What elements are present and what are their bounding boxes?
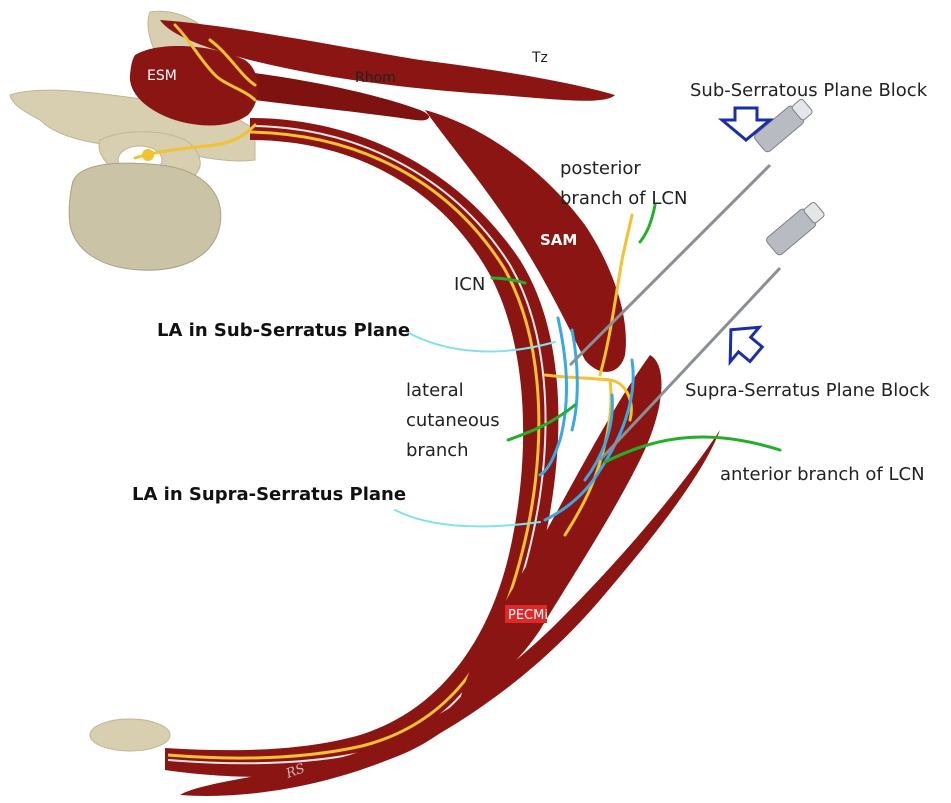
label-posterior-line1: posterior: [560, 158, 641, 179]
label-pecma: PECMa: [497, 702, 545, 718]
label-esm: ESM: [147, 68, 177, 84]
supra-serratus-needle-shaft: [600, 268, 780, 460]
label-la-sub-serratus: LA in Sub-Serratus Plane: [157, 320, 410, 341]
label-lateral-line3: branch: [406, 440, 469, 461]
vertebral-body: [69, 163, 221, 270]
label-pecmi: PECMi: [508, 608, 548, 623]
sternum: [90, 719, 170, 751]
supra-serratus-arrow-icon: [715, 314, 771, 371]
label-icn: ICN: [454, 274, 485, 295]
label-anterior-branch: anterior branch of LCN: [720, 464, 925, 485]
la-sub-serratus-inner: [572, 330, 577, 430]
supra-serratus-needle-hub: [765, 200, 827, 257]
label-sub-serratous-block: Sub-Serratous Plane Block: [690, 80, 928, 101]
label-supra-serratus-block: Supra-Serratus Plane Block: [685, 380, 930, 401]
dorsal-root-ganglion: [142, 149, 154, 161]
label-rhom: Rhom: [355, 70, 396, 86]
label-tz: Tz: [531, 50, 548, 66]
posterior-branch-pointer: [640, 205, 655, 242]
label-sam: SAM: [540, 231, 577, 249]
label-lateral-line1: lateral: [406, 380, 464, 401]
label-la-supra-serratus: LA in Supra-Serratus Plane: [132, 484, 406, 505]
label-posterior-line2: branch of LCN: [560, 188, 687, 209]
label-lateral-line2: cutaneous: [406, 410, 500, 431]
